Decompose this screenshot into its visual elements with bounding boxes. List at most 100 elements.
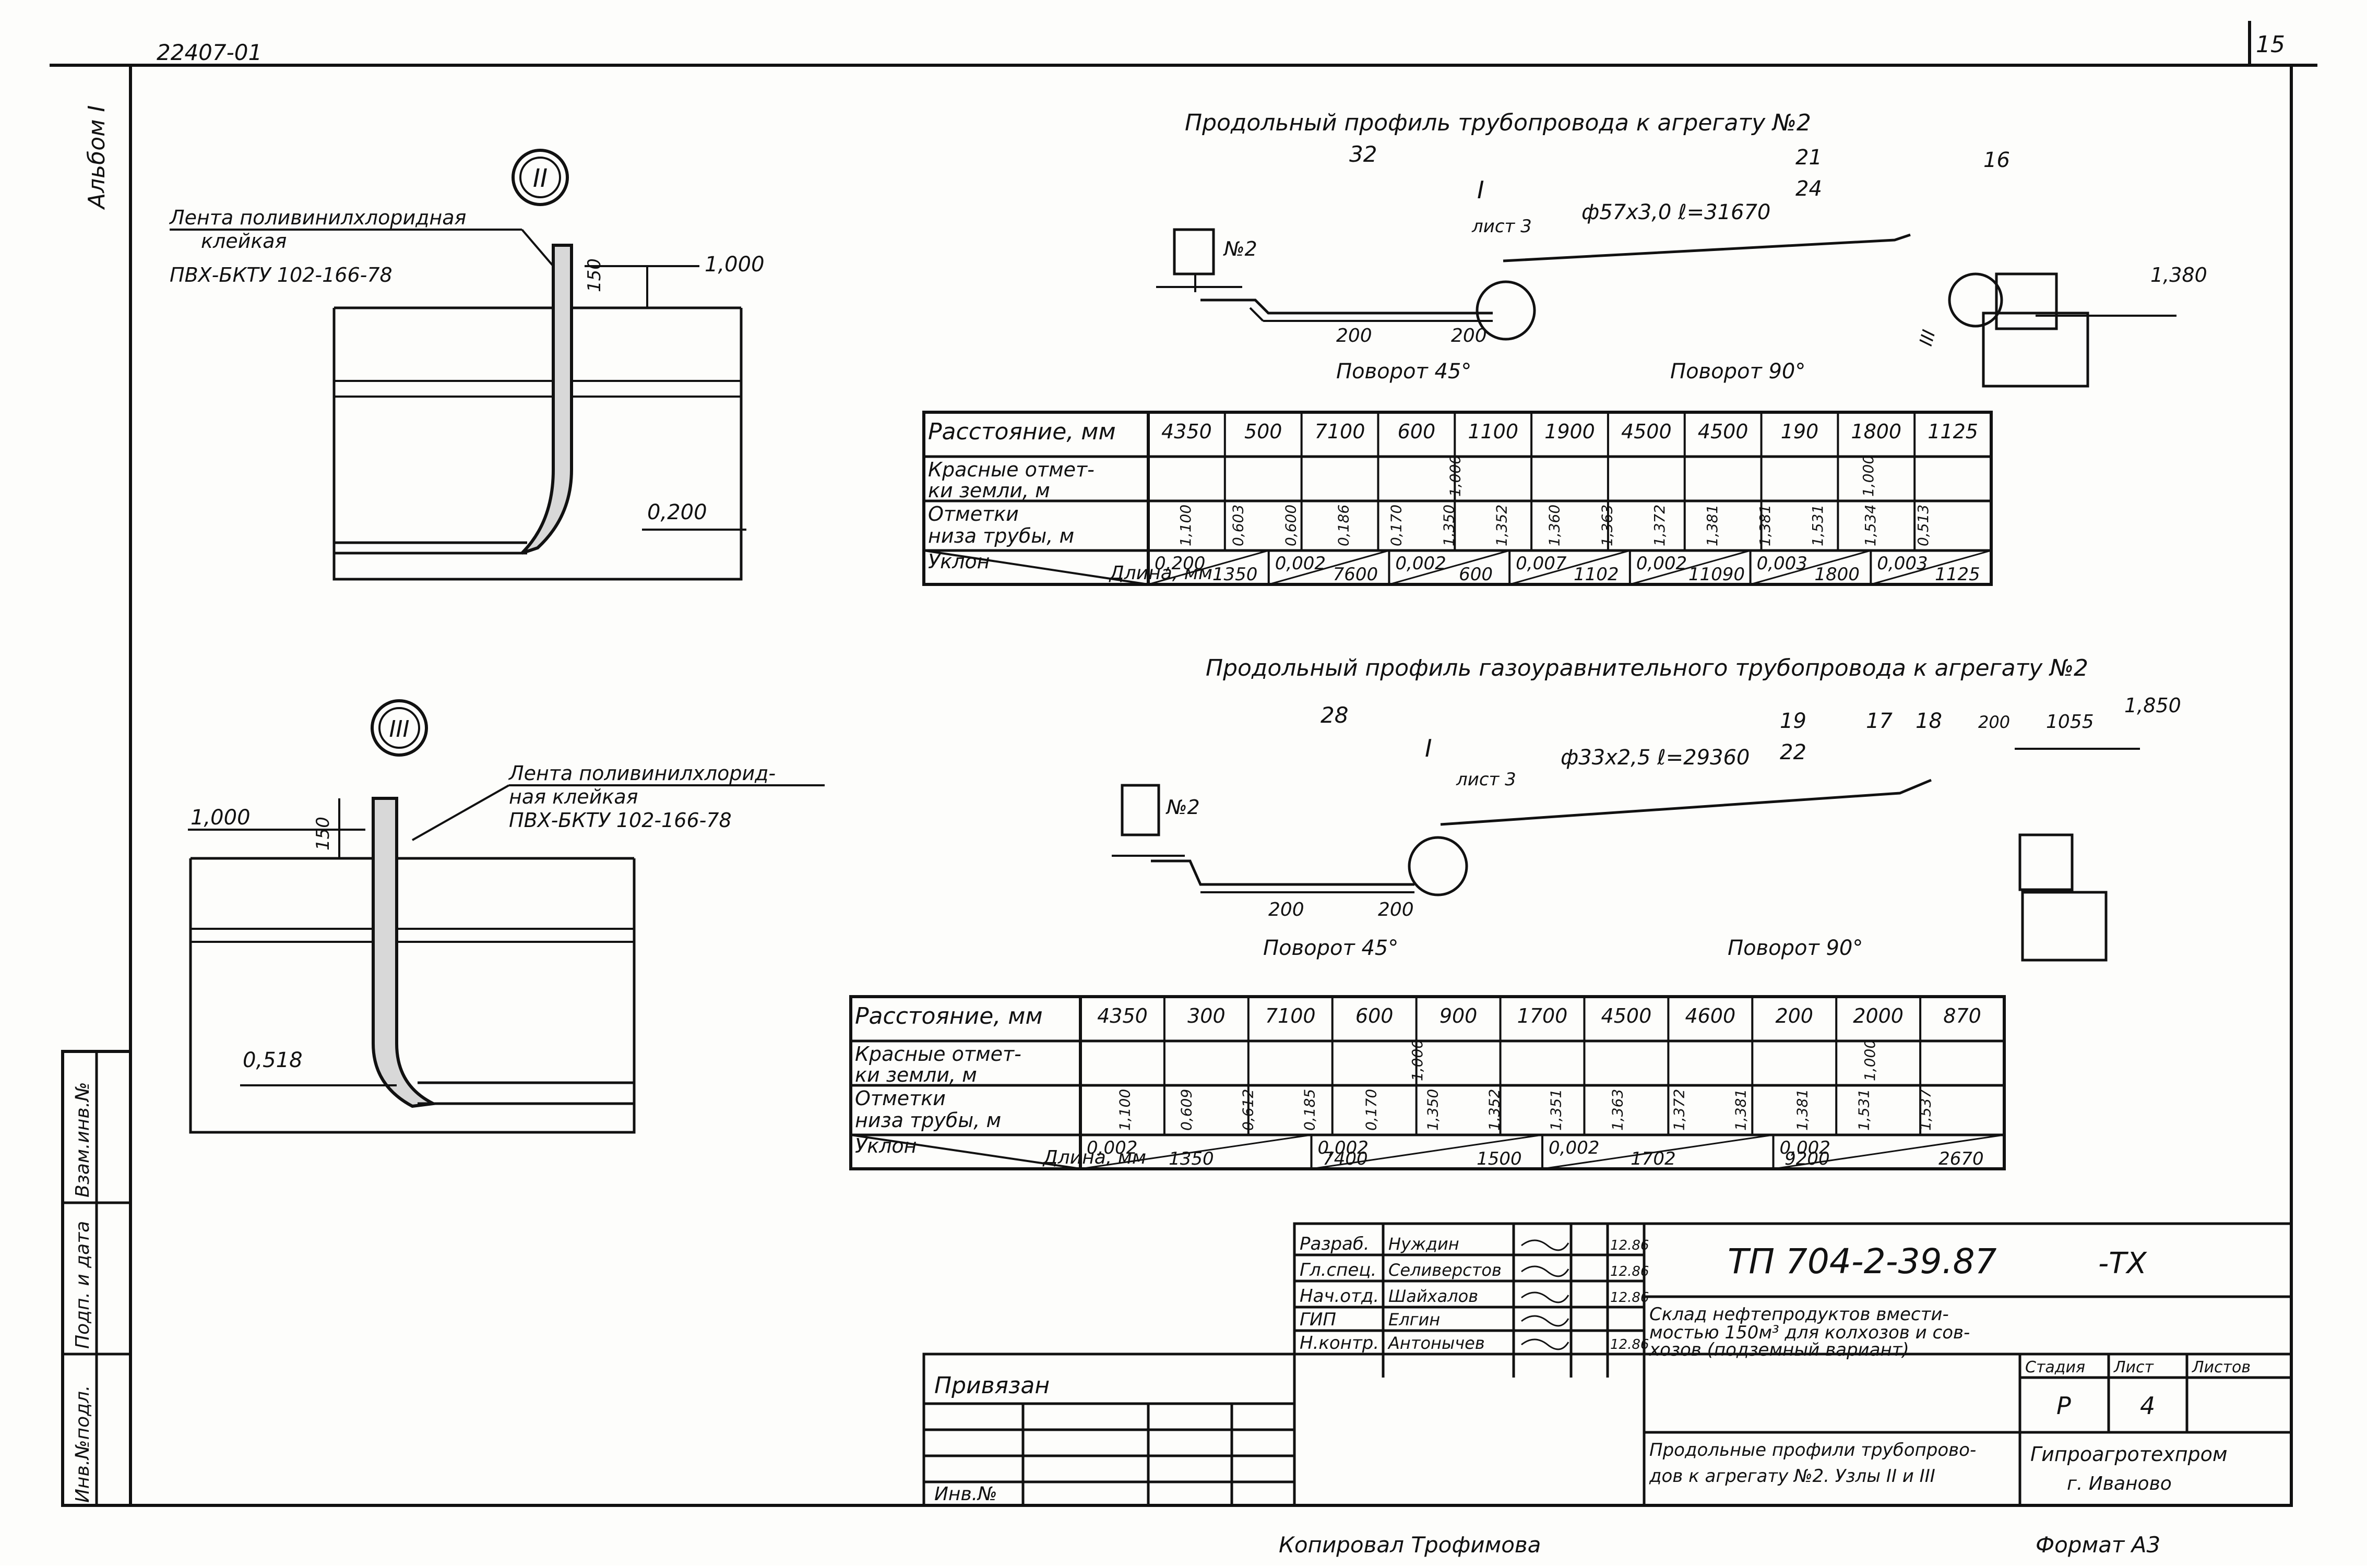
node-iii-tape-3: ПВХ-БКТУ 102-166-78	[509, 809, 732, 832]
p1-distance-value: 4500	[1621, 420, 1672, 443]
p1-distance-value: 4500	[1698, 420, 1749, 443]
p1-row-red-1: Красные отмет-	[928, 458, 1095, 481]
side-stamp-inv: Инв.№подл.	[72, 1385, 93, 1503]
node-iii-bottom-mark: 0,518	[243, 1048, 303, 1072]
p2-distance-value: 1700	[1517, 1004, 1568, 1027]
p1-distance-value: 7100	[1315, 420, 1365, 443]
p2-callout-i: I	[1425, 734, 1432, 762]
signature-name: Шайхалов	[1388, 1286, 1478, 1306]
p2-distance-value: 4500	[1601, 1004, 1652, 1027]
p2-length-value: 2670	[1938, 1148, 1984, 1169]
p1-length-value: 11090	[1688, 564, 1745, 585]
p2-band-frame	[849, 995, 2006, 1170]
p2-pipe-mark: 0,185	[1301, 1089, 1318, 1131]
p2-turn-90: Поворот 90°	[1728, 936, 1863, 960]
p1-pipe-mark: 0,600	[1282, 505, 1300, 546]
p1-red-mark: 1,000	[1447, 455, 1464, 497]
p1-distance-value: 500	[1244, 420, 1282, 443]
title-sheet-2: дов к агрегату №2. Узлы II и III	[1649, 1466, 1935, 1487]
p2-pipe-mark: 1,363	[1609, 1089, 1626, 1131]
p2-length-value: 1350	[1169, 1148, 1214, 1169]
p2-dim-b: 200	[1378, 899, 1414, 920]
p1-turn-90: Поворот 90°	[1670, 360, 1805, 384]
signature-name: Антонычев	[1387, 1333, 1485, 1353]
p1-slope-value: 0,002	[1395, 553, 1446, 574]
node-iii-dim: 150	[313, 817, 334, 851]
p2-length-value: 9200	[1785, 1148, 1830, 1169]
p1-pipe-mark: 0,170	[1388, 505, 1405, 546]
title-privyazan: Привязан	[934, 1372, 1050, 1399]
title-sheets-h: Листов	[2192, 1358, 2251, 1377]
p2-callout-19: 19	[1780, 709, 1806, 733]
p2-slope-line	[1080, 1134, 1312, 1170]
p2-distance-value: 600	[1355, 1004, 1394, 1027]
p1-callout-32: 32	[1349, 141, 1377, 167]
p2-pipe-mark: 0,612	[1239, 1089, 1256, 1131]
p1-distance-value: 600	[1398, 420, 1436, 443]
title-org-2: г. Иваново	[2067, 1473, 2172, 1494]
p1-slope-value: 0,007	[1516, 553, 1567, 574]
p1-pipe-mark: 1,381	[1704, 505, 1721, 546]
node-ii-label: II	[533, 164, 548, 193]
p1-callout-i: I	[1477, 176, 1484, 204]
p2-length-value: 1702	[1631, 1148, 1676, 1169]
p2-callout-sheet: лист 3	[1456, 769, 1516, 790]
p2-row-red-1: Красные отмет-	[855, 1043, 1021, 1066]
p2-distance-value: 900	[1440, 1004, 1478, 1027]
node-iii-detail: III Лента поливинилхлорид- ная клейкая П…	[188, 699, 825, 1134]
side-stamp-replace: Взам.инв.№	[72, 1082, 93, 1198]
title-block: Привязан Инв.№ ТП 704-2-39.87 -ТХ Склад …	[922, 1222, 2293, 1507]
p1-pipe-mark: 0,513	[1914, 505, 1932, 546]
signature-name: Нуждин	[1388, 1234, 1459, 1254]
p1-slope-value: 0,003	[1757, 553, 1807, 574]
p2-slope-line	[1542, 1134, 1774, 1170]
node-ii-detail: II Лента поливинилхлоридная клейкая ПВХ-…	[169, 149, 765, 581]
p2-slope-value: 0,002	[1318, 1138, 1369, 1158]
p2-pipe-mark: 1,381	[1732, 1089, 1749, 1131]
node-iii-label: III	[389, 716, 410, 743]
p2-distance-value: 200	[1775, 1004, 1813, 1027]
p1-row-slope-diag	[923, 549, 1149, 585]
p1-pipe-mark: 1,531	[1809, 505, 1826, 546]
p1-pipe-mark: 1,352	[1493, 505, 1510, 546]
signature-date: 12.86	[1610, 1238, 1649, 1253]
p1-slope-line	[1629, 549, 1751, 585]
p2-distance-value: 870	[1943, 1004, 1981, 1027]
p2-slope-value: 0,002	[1549, 1138, 1599, 1158]
p1-pipe-mark: 0,186	[1335, 505, 1352, 546]
p1-row-slope: Уклон	[928, 550, 990, 573]
p1-pipe-mark: 1,372	[1651, 505, 1668, 546]
p1-turn-45: Поворот 45°	[1336, 360, 1471, 384]
signature-mark	[1521, 1265, 1569, 1277]
p2-pipe-mark: 1,531	[1855, 1089, 1872, 1131]
title-org-1: Гипроагротехпром	[2030, 1443, 2228, 1466]
signature-name: Елгин	[1388, 1310, 1440, 1330]
p1-length-value: 1350	[1212, 564, 1258, 585]
p1-row-distance: Расстояние, мм	[928, 418, 1116, 445]
side-stamp: Инв.№подл. Подп. и дата Взам.инв.№	[61, 1050, 132, 1507]
signature-mark	[1521, 1291, 1569, 1303]
p1-row-pipe-1: Отметки	[928, 502, 1019, 525]
node-iii-tape-2: ная клейкая	[509, 785, 638, 808]
title-sheet-1: Продольные профили трубопрово-	[1649, 1440, 1976, 1461]
p2-pipe-mark: 1,352	[1485, 1089, 1503, 1131]
p2-row-red-2: ки земли, м	[855, 1063, 977, 1086]
signature-date: 12.86	[1610, 1264, 1649, 1279]
signature-role: Н.контр.	[1300, 1333, 1379, 1354]
p2-distance-value: 4350	[1097, 1004, 1148, 1027]
p1-row-red-2: ки земли, м	[928, 479, 1050, 502]
title-sheet: 4	[2140, 1392, 2155, 1420]
title-stage-h: Стадия	[2025, 1358, 2085, 1377]
p1-distance-value: 4350	[1161, 420, 1212, 443]
node-ii-tape-3: ПВХ-БКТУ 102-166-78	[170, 264, 392, 286]
p1-distance-value: 190	[1781, 420, 1819, 443]
p1-length-value: 1800	[1814, 564, 1860, 585]
title-stage: Р	[2056, 1392, 2071, 1420]
doc-code: 22407-01	[157, 40, 262, 65]
p1-slope-value: 0,003	[1877, 553, 1928, 574]
p1-distance-value: 1900	[1544, 420, 1595, 443]
p2-callout-pipe: ф33х2,5 ℓ=29360	[1561, 746, 1750, 770]
p1-pipe-mark: 1,381	[1756, 505, 1774, 546]
